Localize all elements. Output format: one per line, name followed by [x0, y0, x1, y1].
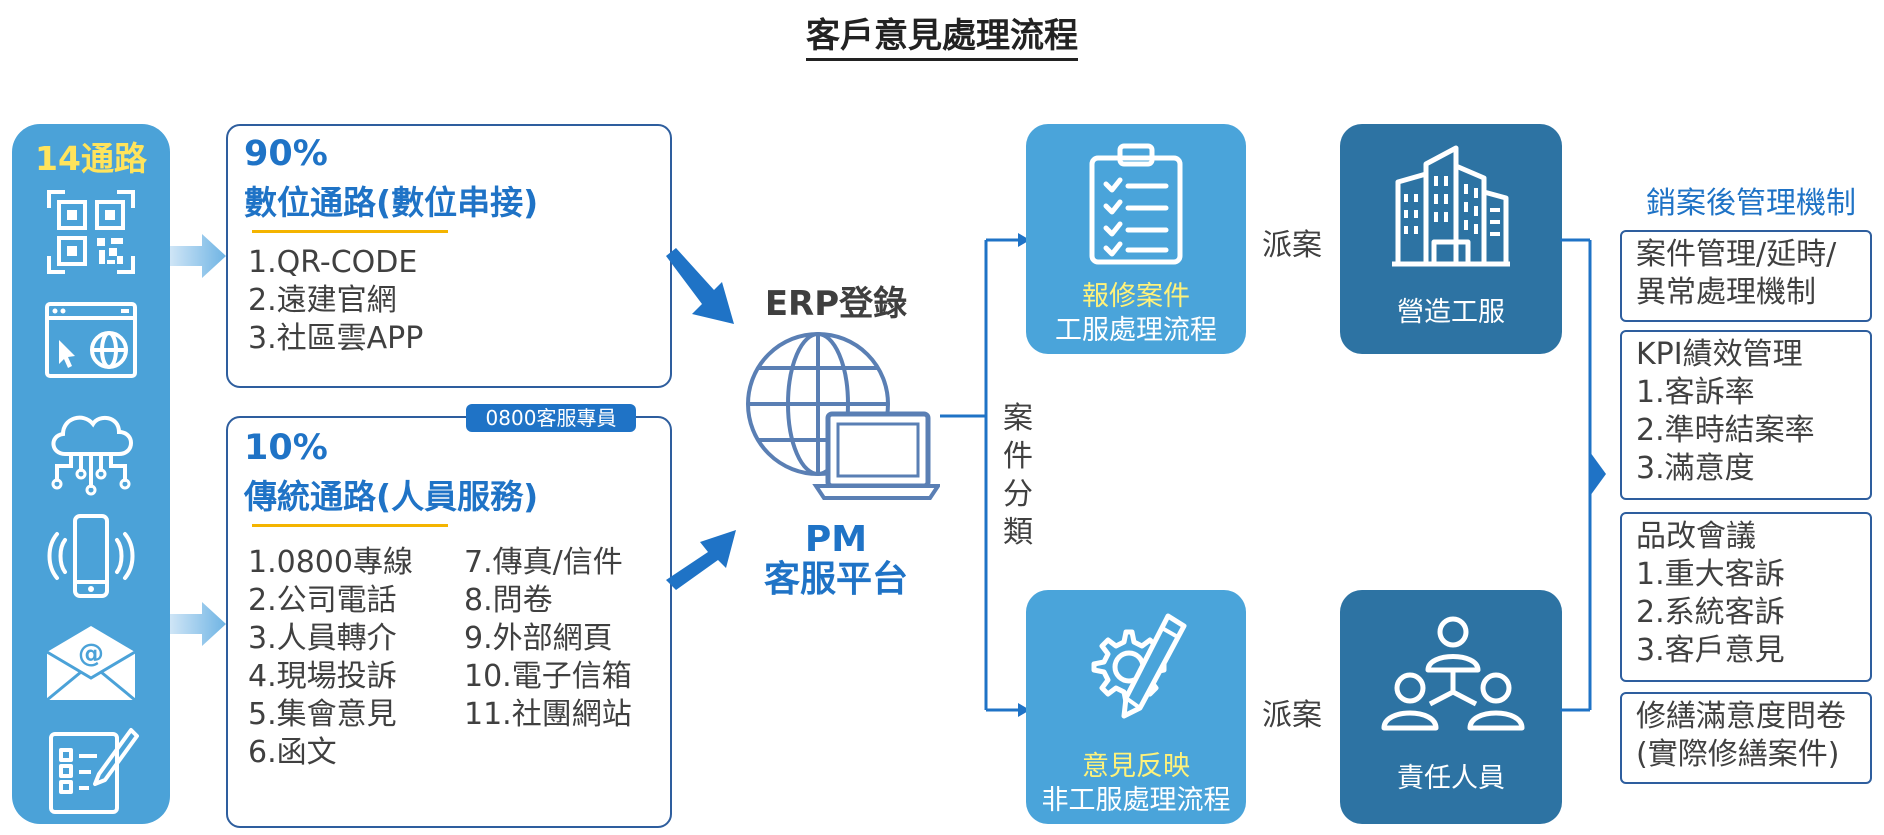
traditional-items-col1: 1.0800專線 2.公司電話 3.人員轉介 4.現場投訴 5.集會意見 6.函…	[248, 544, 413, 772]
list-item: 9.外部網頁	[464, 621, 613, 656]
list-item: 10.電子信箱	[464, 659, 632, 694]
list-item: 1.0800專線	[248, 545, 413, 580]
channel-arrow-digital	[170, 234, 226, 278]
mechanism-box-kpi: KPI績效管理 1.客訴率 2.準時結案率 3.滿意度	[1620, 330, 1872, 500]
clipboard-checklist-icon	[1089, 143, 1183, 265]
construction-tile: 營造工服	[1340, 124, 1562, 354]
repair-title: 報修案件	[1082, 281, 1190, 312]
mechanism-box-quality-meeting: 品改會議 1.重大客訴 2.系統客訴 3.客戶意見	[1620, 512, 1872, 682]
qr-code-icon	[47, 190, 135, 274]
globe-computer-icon	[746, 332, 940, 500]
mechanism-box-case-management: 案件管理/延時/ 異常處理機制	[1620, 230, 1872, 322]
traditional-channel-box: 10% 傳統通路(人員服務) 1.0800專線 2.公司電話 3.人員轉介 4.…	[226, 416, 672, 828]
web-browser-icon	[45, 302, 137, 378]
digital-heading: 數位通路(數位串接)	[244, 183, 539, 222]
traditional-items-col2: 7.傳真/信件 8.問卷 9.外部網頁 10.電子信箱 11.社團網站	[464, 544, 632, 734]
list-item: 6.函文	[248, 735, 337, 770]
traditional-underline	[252, 524, 448, 527]
dispatch-label-top: 派案	[1262, 228, 1322, 263]
classification-label: 案 件 分 類	[1003, 401, 1033, 550]
erp-label: ERP登錄	[764, 284, 908, 324]
pm-platform-label: PM 客服平台	[763, 519, 908, 600]
digital-percent: 90%	[244, 134, 328, 174]
opinion-title: 意見反映	[1082, 751, 1190, 782]
list-item: 2.公司電話	[248, 583, 397, 618]
channels-label: 14通路	[35, 139, 147, 178]
form-pen-icon	[49, 728, 139, 814]
mechanism-connector	[1560, 238, 1606, 712]
list-item: 1.QR-CODE	[248, 245, 418, 280]
list-item: 2.遠建官網	[248, 283, 397, 318]
gear-pencil-icon	[1091, 613, 1187, 719]
arrow-traditional-to-erp	[666, 530, 736, 590]
mechanism-title: 銷案後管理機制	[1646, 186, 1856, 221]
digital-items: 1.QR-CODE 2.遠建官網 3.社區雲APP	[248, 244, 423, 358]
channel-arrow-traditional	[170, 602, 226, 646]
mobile-phone-icon	[47, 514, 135, 598]
hotline-tag: 0800客服專員	[466, 404, 636, 432]
list-item: 8.問卷	[464, 583, 553, 618]
traditional-heading: 傳統通路(人員服務)	[244, 477, 539, 516]
responsible-tile: 責任人員	[1340, 590, 1562, 824]
construction-label: 營造工服	[1397, 297, 1505, 328]
mechanism-box-survey: 修繕滿意度問卷 (實際修繕案件)	[1620, 692, 1872, 784]
cloud-network-icon	[51, 415, 133, 496]
list-item: 3.社區雲APP	[248, 321, 424, 356]
email-icon: @	[46, 626, 136, 702]
list-item: 7.傳真/信件	[464, 545, 623, 580]
people-network-icon	[1381, 616, 1525, 731]
dispatch-label-bottom: 派案	[1262, 698, 1322, 733]
page-title: 客戶意見處理流程	[0, 8, 1884, 61]
svg-text:@: @	[78, 639, 104, 669]
building-icon	[1392, 145, 1510, 267]
responsible-label: 責任人員	[1397, 763, 1505, 794]
channels-panel: 14通路	[12, 124, 170, 824]
classification-connector	[940, 233, 1030, 717]
opinion-tile: 意見反映 非工服處理流程	[1026, 590, 1246, 824]
list-item: 4.現場投訴	[248, 659, 397, 694]
list-item: 5.集會意見	[248, 697, 397, 732]
list-item: 3.人員轉介	[248, 621, 397, 656]
digital-underline	[252, 230, 448, 233]
repair-case-tile: 報修案件 工服處理流程	[1026, 124, 1246, 354]
list-item: 11.社團網站	[464, 697, 632, 732]
opinion-subtitle: 非工服處理流程	[1041, 785, 1231, 816]
repair-subtitle: 工服處理流程	[1055, 315, 1217, 346]
digital-channel-box: 90% 數位通路(數位串接) 1.QR-CODE 2.遠建官網 3.社區雲APP	[226, 124, 672, 388]
arrow-digital-to-erp	[666, 248, 734, 324]
traditional-percent: 10%	[244, 428, 328, 468]
